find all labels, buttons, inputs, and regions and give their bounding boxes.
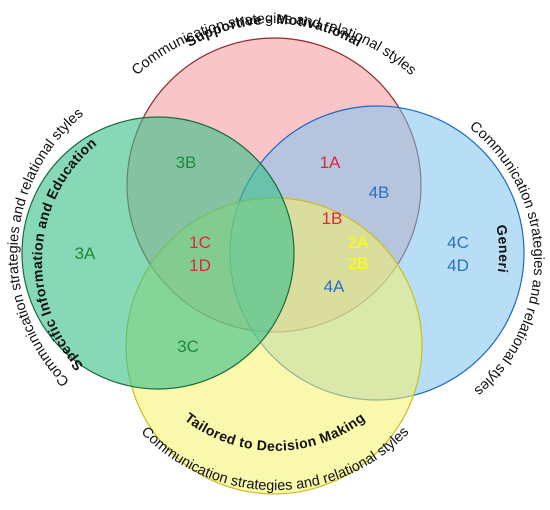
region-4B: 4B <box>369 183 390 202</box>
region-4C: 4C <box>447 233 469 252</box>
region-1A: 1A <box>320 153 341 172</box>
region-3B: 3B <box>176 153 197 172</box>
region-1C: 1C <box>189 233 211 252</box>
region-3C: 3C <box>177 337 199 356</box>
circle-left-specific <box>21 116 295 390</box>
region-4D: 4D <box>447 256 469 275</box>
region-4A: 4A <box>324 277 345 296</box>
region-1B: 1B <box>322 209 343 228</box>
region-2A: 2A <box>348 233 369 252</box>
region-3A: 3A <box>75 244 96 263</box>
region-2B: 2B <box>348 254 369 273</box>
region-1D: 1D <box>189 256 211 275</box>
